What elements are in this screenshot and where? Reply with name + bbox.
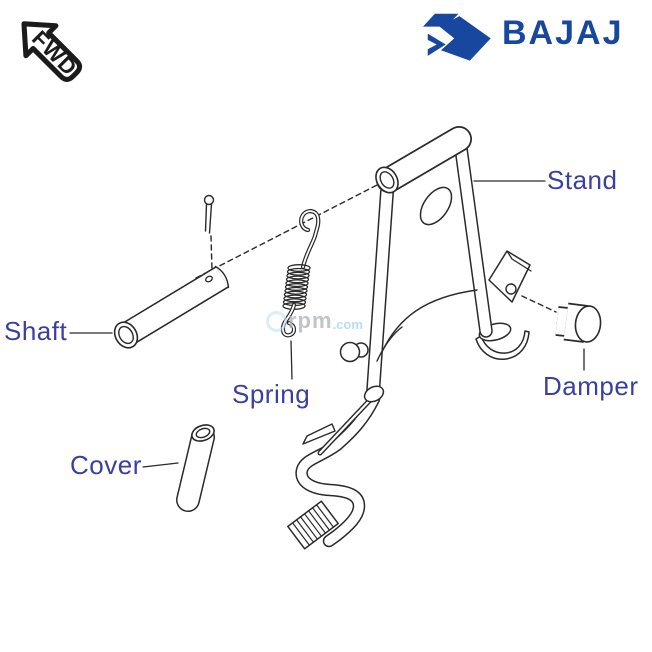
brand-logo: BAJAJ [422,8,642,64]
fwd-direction-badge: FWD [21,21,83,82]
leader-lines [69,180,585,468]
part-stand [287,126,532,550]
label-shaft: Shaft [4,316,68,346]
part-shaft [113,265,230,349]
damper-dashed-line [521,295,557,313]
part-damper [555,302,602,343]
label-damper: Damper [543,371,639,401]
label-stand: Stand [547,165,618,195]
label-cover: Cover [70,450,142,480]
label-spring: Spring [232,379,311,409]
part-spring [280,209,321,338]
assembly-dashed-lines [195,183,380,279]
bajaj-flying-b-icon [423,13,491,61]
part-cotter-pin [203,194,215,234]
brand-name: BAJAJ [502,14,624,52]
spring-coil [282,264,311,310]
arrow-up-left-icon [21,21,83,82]
part-cover [176,424,215,512]
